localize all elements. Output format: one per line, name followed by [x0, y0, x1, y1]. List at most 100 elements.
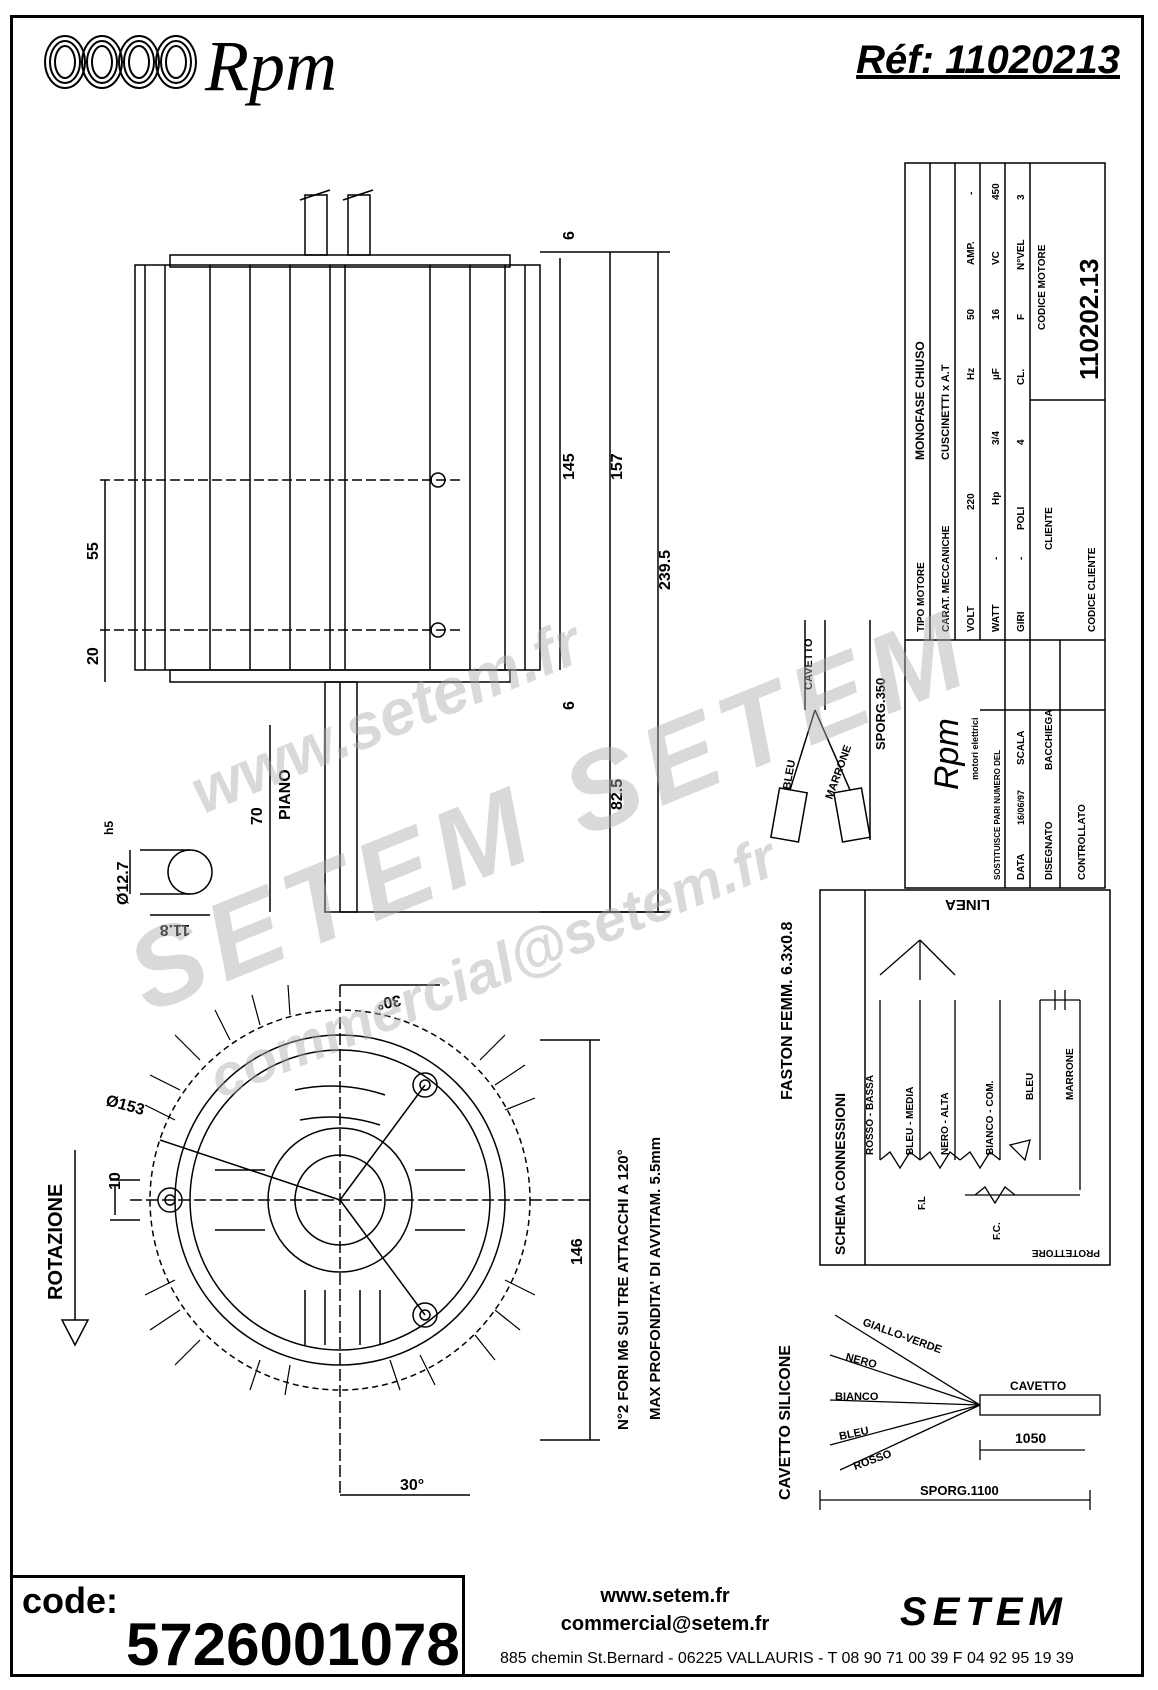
- cable-length-1050: 1050: [1015, 1430, 1046, 1446]
- shaft-flat-dim: 11.8: [160, 921, 190, 938]
- tb-codice-motore: CODICE MOTORE: [1037, 244, 1048, 330]
- wire-bleu: BLEU: [1025, 1073, 1036, 1100]
- dim-239: 239.5: [657, 550, 674, 590]
- brand-logo-text: Rpm: [205, 26, 337, 106]
- tb-watt: WATT: [991, 604, 1002, 632]
- rpm-coil-logo: [44, 35, 197, 89]
- tb-volt: VOLT: [966, 606, 977, 632]
- tb-cliente: CLIENTE: [1044, 507, 1055, 550]
- holes-note-1: N°2 FORI M6 SUI TRE ATTACCHI A 120°: [615, 1149, 632, 1430]
- tb-hz-value: 50: [966, 308, 977, 320]
- cable-wire-rosso: ROSSO: [852, 1448, 894, 1473]
- sporg-350: SPORG.350: [873, 678, 888, 750]
- code-box: [10, 1575, 465, 1677]
- tb-logo: Rpm: [928, 718, 966, 790]
- tb-disegnato-value: BACCHIEGA: [1044, 709, 1055, 770]
- dim-20: 20: [85, 647, 102, 665]
- tb-carat-mecc: CARAT. MECCANICHE: [941, 525, 952, 632]
- connector-cavetto: CAVETTO: [803, 638, 815, 690]
- angle-30-top: 30°: [375, 991, 402, 1012]
- tb-data: DATA: [1016, 854, 1027, 880]
- dim-146: 146: [569, 1238, 586, 1265]
- website-link[interactable]: www.setem.fr: [600, 1585, 730, 1607]
- fc-label: F.C.: [992, 1222, 1003, 1240]
- cable-wire-bianco: BIANCO: [835, 1391, 879, 1403]
- setem-logo: SETEM: [900, 1590, 1068, 1634]
- tb-cl-value: F: [1016, 314, 1027, 320]
- tb-hp: Hp: [991, 492, 1002, 505]
- holes-note-2: MAX PROFONDITA' DI AVVITAM. 5.5mm: [647, 1137, 664, 1420]
- code-label: code:: [22, 1580, 119, 1621]
- tb-carat-value: CUSCINETTI x A.T: [940, 364, 952, 460]
- faston-label: FASTON FEMM. 6.3x0.8: [779, 921, 796, 1100]
- dim-6-top: 6: [561, 231, 578, 240]
- schema-title: SCHEMA CONNESSIONI: [832, 1093, 848, 1255]
- dim-82-5: 82.5: [609, 779, 626, 810]
- cable-title: CAVETTO SILICONE: [777, 1345, 794, 1500]
- wire-bleu-media: BLEU - MEDIA: [905, 1087, 916, 1155]
- tolerance-h5: h5: [102, 821, 116, 835]
- tb-controllato: CONTROLLATO: [1077, 804, 1088, 880]
- piano-label: PIANO: [277, 769, 294, 820]
- tb-scala: SCALA: [1016, 731, 1027, 765]
- dim-145: 145: [561, 453, 578, 480]
- tb-watt-value: -: [991, 557, 1002, 560]
- connector-bleu: BLEU: [781, 759, 798, 791]
- tb-volt-value: 220: [966, 493, 977, 510]
- tb-sostituisce: SOSTITUISCE PARI NUMERO DEL: [993, 750, 1002, 880]
- schema-connessioni-box: [819, 889, 1111, 1266]
- tb-uf-value: 16: [991, 308, 1002, 320]
- tb-poli-value: 4: [1016, 439, 1027, 445]
- tb-uf: µF: [991, 368, 1002, 380]
- tb-data-value: 16/06/97: [1016, 790, 1026, 825]
- tb-amp: AMP.: [966, 241, 977, 265]
- motor-body: [134, 264, 541, 671]
- cable-sporg-1100: SPORG.1100: [920, 1483, 999, 1498]
- wire-nero-alta: NERO - ALTA: [940, 1092, 951, 1155]
- dim-157: 157: [609, 453, 626, 480]
- reference-number: Réf: 11020213: [856, 38, 1120, 82]
- cable-wire-giallo-verde: GIALLO-VERDE: [861, 1317, 943, 1357]
- wire-rosso-bassa: ROSSO - BASSA: [865, 1075, 876, 1155]
- dim-10: 10: [107, 1172, 124, 1190]
- cable-wire-nero: NERO: [844, 1351, 878, 1371]
- tb-poli: POLI: [1016, 506, 1027, 530]
- tb-codice-cliente: CODICE CLIENTE: [1087, 547, 1098, 632]
- tb-logo-sub: motori elettrici: [970, 717, 980, 780]
- tb-codice-motore-value: 110202.13: [1074, 259, 1104, 380]
- motor-top-cap: [169, 254, 511, 268]
- tb-giri: GIRI: [1016, 611, 1027, 632]
- product-code: 5726001078: [126, 1611, 460, 1678]
- wire-marrone: MARRONE: [1065, 1048, 1076, 1100]
- tb-tipo-motore: TIPO MOTORE: [916, 562, 927, 632]
- angle-30-bottom: 30°: [400, 1477, 424, 1494]
- motor-bottom-cap: [169, 669, 511, 683]
- dim-70: 70: [249, 807, 266, 825]
- fl-label: F.L: [917, 1196, 928, 1210]
- tb-cl: CL.: [1016, 369, 1027, 385]
- contact-block: www.setem.fr commercial@setem.fr: [540, 1582, 790, 1638]
- email-link[interactable]: commercial@setem.fr: [560, 1613, 770, 1635]
- tb-giri-value: -: [1016, 557, 1027, 560]
- dim-6-bottom: 6: [561, 701, 578, 710]
- tb-hp-value: 3/4: [991, 431, 1002, 445]
- rotation-label: ROTAZIONE: [45, 1184, 67, 1300]
- tb-hz: Hz: [966, 368, 977, 380]
- shaft-diameter: Ø12.7: [115, 861, 132, 905]
- wire-bianco-com: BIANCO - COM.: [985, 1080, 996, 1155]
- dim-55: 55: [85, 542, 102, 560]
- linea-label: LINEA: [945, 896, 990, 913]
- tb-amp-value: -: [966, 192, 977, 195]
- tb-tipo-value: MONOFASE CHIUSO: [913, 341, 927, 460]
- company-address: 885 chemin St.Bernard - 06225 VALLAURIS …: [500, 1650, 1074, 1667]
- tb-vc-value: 450: [991, 183, 1002, 200]
- drawing-frame: [10, 15, 1144, 1677]
- tb-nvel-value: 3: [1016, 194, 1027, 200]
- tb-nvel: N°VEL: [1016, 239, 1027, 270]
- protettore-label: PROTETTORE: [1032, 1247, 1100, 1258]
- tb-disegnato: DISEGNATO: [1044, 821, 1055, 880]
- motor-shaft: [324, 681, 358, 913]
- cable-wire-bleu: BLEU: [838, 1425, 870, 1443]
- cable-cavetto: CAVETTO: [1010, 1379, 1066, 1393]
